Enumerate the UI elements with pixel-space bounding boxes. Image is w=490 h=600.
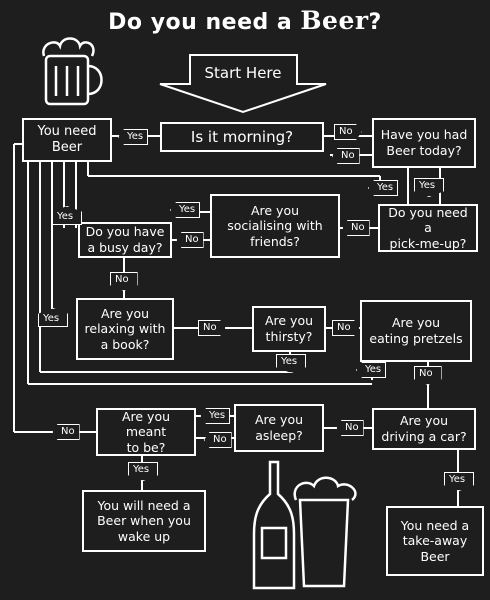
is-morning-box: Is it morning?: [160, 122, 324, 152]
no-tag: No: [414, 366, 442, 385]
page-title: Do you need a Beer?: [108, 6, 382, 35]
pick-me-up-box: Do you need a pick-me-up?: [378, 204, 478, 252]
no-tag: No: [204, 432, 232, 448]
had-beer-today-box: Have you had Beer today?: [372, 118, 476, 168]
yes-tag: Yes: [200, 408, 231, 424]
no-tag: No: [342, 220, 370, 236]
no-tag: No: [332, 320, 360, 336]
start-here-label: Start Here: [204, 63, 282, 82]
meant-to-be-box: Are you meant to be?: [96, 408, 196, 456]
socialising-box: Are you socialising with friends?: [210, 194, 340, 258]
start-arrow-outline: [159, 54, 327, 114]
yes-tag: Yes: [444, 472, 475, 491]
take-away-box: You need a take-away Beer: [386, 506, 484, 576]
you-need-beer-box: You need Beer: [22, 118, 112, 162]
yes-tag: Yes: [38, 308, 69, 327]
yes-tag: Yes: [368, 180, 399, 196]
bottle-and-glass-icon: [252, 460, 357, 590]
yes-tag: Yes: [414, 178, 445, 197]
yes-tag: Yes: [170, 202, 201, 218]
beer-mug-icon: [42, 37, 103, 106]
no-tag: No: [336, 420, 364, 436]
no-tag: No: [110, 272, 138, 291]
no-tag: No: [332, 148, 360, 164]
thirsty-box: Are you thirsty?: [252, 306, 326, 352]
yes-tag: Yes: [356, 362, 387, 378]
no-tag: No: [176, 232, 204, 248]
yes-tag: Yes: [128, 462, 159, 481]
busy-day-box: Do you have a busy day?: [78, 222, 172, 258]
yes-tag: Yes: [52, 206, 83, 225]
asleep-box: Are you asleep?: [234, 404, 324, 452]
no-tag: No: [52, 424, 80, 440]
relaxing-box: Are you relaxing with a book?: [76, 298, 174, 360]
yes-tag: Yes: [118, 129, 149, 145]
no-tag: No: [198, 320, 226, 336]
driving-box: Are you driving a car?: [372, 408, 476, 450]
no-tag: No: [334, 124, 362, 140]
pretzels-box: Are you eating pretzels: [360, 300, 472, 362]
yes-tag: Yes: [276, 354, 307, 373]
need-when-wake-box: You will need a Beer when you wake up: [82, 490, 206, 552]
